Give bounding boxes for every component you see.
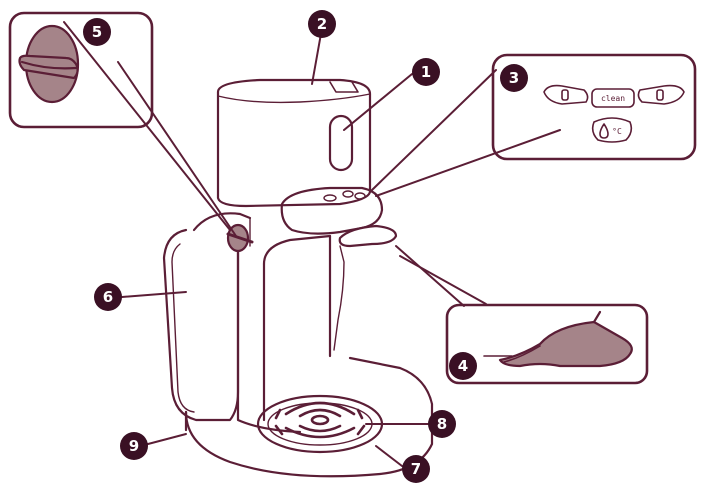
- machine-body: [162, 78, 434, 478]
- callout-8: 8: [428, 410, 456, 438]
- drip-grate: [274, 401, 366, 439]
- callout-4: 4: [449, 352, 477, 380]
- bottle-button-right: [637, 84, 685, 105]
- water-tank: [162, 228, 240, 422]
- clean-button-icon: [591, 88, 635, 108]
- bottle-icon: [656, 89, 664, 101]
- inset-dial-box: [8, 11, 154, 129]
- callout-7-label: 7: [411, 460, 421, 478]
- water-drop-icon: [599, 123, 609, 139]
- bottle-button-left: [543, 84, 589, 105]
- callout-4-label: 4: [458, 357, 468, 375]
- callout-2-label: 2: [317, 15, 327, 33]
- temp-button-label: °C: [612, 127, 622, 136]
- clean-button-label: clean: [601, 94, 625, 103]
- callout-6: 6: [94, 283, 122, 311]
- leader-lines: [63, 21, 561, 467]
- temp-button: [591, 117, 633, 143]
- callout-3: 3: [500, 64, 528, 92]
- callout-5: 5: [83, 18, 111, 46]
- callout-7: 7: [402, 455, 430, 483]
- bottle-icon: [561, 89, 569, 101]
- base: [184, 356, 434, 478]
- main-column: [192, 212, 252, 232]
- callout-1: 1: [412, 58, 440, 86]
- water-window: [328, 114, 354, 172]
- control-head: [280, 186, 384, 235]
- top-reservoir: [216, 78, 372, 208]
- dial-icon: [18, 24, 80, 104]
- callout-6-label: 6: [103, 288, 113, 306]
- inset-controls-box: [491, 53, 697, 161]
- spout-detail: [483, 310, 633, 368]
- column-arch: [262, 234, 332, 266]
- callout-1-label: 1: [421, 63, 431, 81]
- spout: [338, 224, 398, 248]
- callout-9-label: 9: [129, 437, 139, 455]
- callout-8-label: 8: [437, 415, 447, 433]
- inset-spout-box: [445, 303, 649, 385]
- callout-badges: 1 2 3 4 5 6 7 8: [83, 10, 528, 483]
- callout-9: 9: [120, 432, 148, 460]
- callout-5-label: 5: [92, 23, 102, 41]
- callout-2: 2: [308, 10, 336, 38]
- control-panel-detail: [543, 84, 685, 143]
- callout-3-label: 3: [509, 69, 519, 87]
